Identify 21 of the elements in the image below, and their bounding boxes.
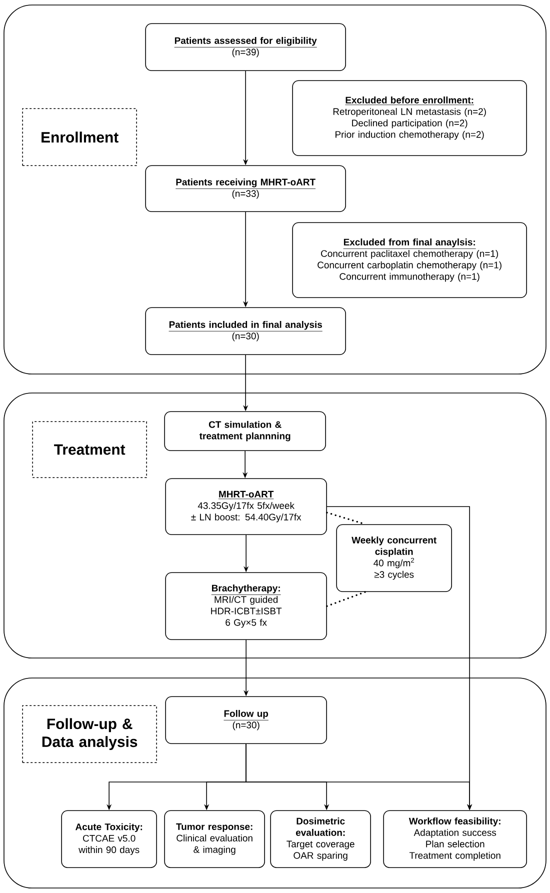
section-label: Enrollment (22, 108, 137, 166)
section-panel (4, 392, 546, 658)
process-box: Patients assessed for eligibility (n=39) (145, 23, 346, 71)
outcome-box: Acute Toxicity: CTCAE v5.0 within 90 days (61, 810, 157, 868)
outcome-box: Tumor response: Clinical evaluation & imaging (164, 810, 265, 868)
process-box: Follow up (n=30) (165, 696, 327, 744)
exclusion-box: Excluded before enrollment: Retroperitoneal LN metastasis (n=2) Declined participation (n=2) Prior induction chemotherapy (n=2) (292, 80, 527, 156)
outcome-box: Dosimetric evaluation: Target coverage OAR sparing (270, 810, 371, 868)
section-label: Treatment (32, 421, 147, 478)
dotted-connector (326, 591, 366, 607)
outcome-box: Workflow feasibility: Adaptation success Plan selection Treatment completion (383, 810, 527, 868)
process-box: MHRT-oART 43.35Gy/17fx 5fx/week ± LN boost: 54.40Gy/17fx (165, 478, 327, 535)
exclusion-box: Excluded from final anaylsis: Concurrent paclitaxel chemotherapy (n=1) Concurrent carboplatin chemotherapy (n=1) Concurrent immunotherapy (n=1) (292, 222, 527, 298)
info-box: Weekly concurrent cisplatin 40 mg/m$^{2}$ ≥3 cycles (336, 524, 452, 592)
process-box: Patients included in final analysis (n=30) (145, 307, 346, 355)
section-label: Follow-up & Data analysis (22, 705, 157, 763)
process-box: CT simulation & treatment plannning (164, 411, 326, 451)
process-box: Patients receiving MHRT-oART (n=33) (145, 165, 346, 212)
process-box: Brachytherapy: MRI/CT guided HDR-ICBT±ISBT 6 Gy×5 fx (165, 572, 327, 640)
section-panel (4, 4, 546, 374)
section-panel (4, 678, 546, 888)
